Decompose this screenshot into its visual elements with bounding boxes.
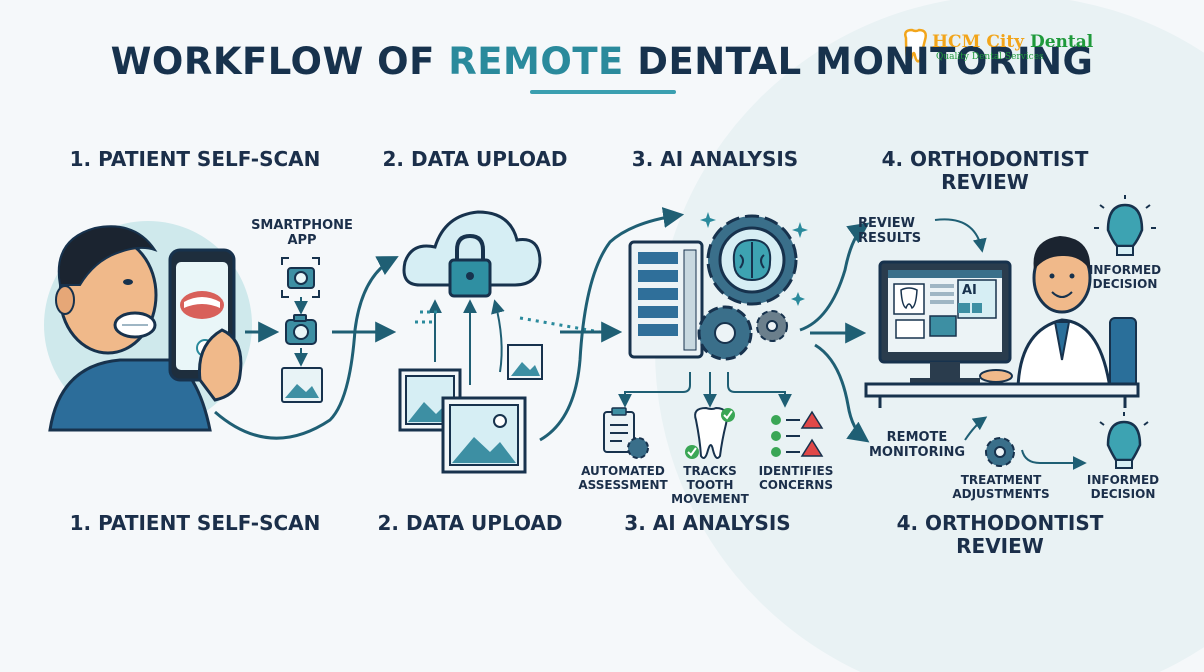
brain-gear-icon	[706, 214, 798, 306]
step-3-heading: 3. AI ANALYSIS	[631, 147, 799, 171]
ai-screen-label: AI	[962, 283, 977, 298]
server-icon	[628, 240, 704, 359]
photo-icon	[441, 396, 527, 474]
brand-name: HCM City Dental	[932, 32, 1094, 52]
gear-icon	[985, 437, 1015, 467]
review-results-label: REVIEW RESULTS	[858, 216, 922, 246]
step-1-footer: 1. PATIENT SELF-SCAN	[69, 511, 321, 535]
tracks-tooth-movement-label: TRACKS TOOTH MOVEMENT	[671, 464, 749, 506]
brand-logo: HCM City Dental Quality Dental Services	[903, 30, 1093, 70]
photo-icon	[507, 344, 543, 380]
clipboard-icon	[603, 407, 649, 459]
step-1-heading: 1. PATIENT SELF-SCAN	[69, 147, 321, 171]
photo-icon	[281, 367, 323, 403]
gear-icon	[697, 305, 753, 361]
step-3-footer: 3. AI ANALYSIS	[624, 511, 791, 535]
camera-icon	[281, 257, 320, 298]
computer-monitor-icon	[878, 260, 1012, 384]
page-title: WORKFLOW OF REMOTE DENTAL MONITORING	[110, 40, 1094, 83]
informed-decision-label: INFORMED DECISION	[1086, 473, 1160, 501]
desk	[864, 382, 1140, 398]
automated-assessment-label: AUTOMATED ASSESSMENT	[578, 464, 668, 492]
gear-icon	[756, 310, 788, 342]
warning-icon	[800, 410, 824, 457]
informed-decision-label: INFORMED DECISION	[1088, 263, 1162, 291]
checklist-icon	[771, 415, 800, 457]
lightbulb-icon	[1099, 412, 1149, 469]
orthodontist-illustration	[979, 236, 1137, 390]
camera-icon	[285, 314, 317, 345]
remote-monitoring-label: REMOTE MONITORING	[868, 430, 966, 460]
smartphone-app-label: SMARTPHONE APP	[251, 218, 353, 248]
patient-illustration	[44, 221, 252, 432]
lightbulb-icon	[1094, 195, 1156, 256]
title-underline	[530, 90, 676, 94]
step-4-heading: 4. ORTHODONTIST REVIEW	[881, 147, 1089, 194]
step-4-footer: 4. ORTHODONTIST REVIEW	[896, 511, 1104, 558]
identifies-concerns-label: IDENTIFIES CONCERNS	[758, 464, 834, 492]
brand-tagline: Quality Dental Services	[936, 52, 1044, 62]
step-2-heading: 2. DATA UPLOAD	[382, 147, 568, 171]
cloud-lock-icon	[402, 210, 542, 298]
tooth-icon	[904, 28, 927, 63]
tooth-icon	[685, 406, 735, 459]
step-2-footer: 2. DATA UPLOAD	[377, 511, 563, 535]
treatment-adjustments-label: TREATMENT ADJUSTMENTS	[952, 473, 1050, 501]
